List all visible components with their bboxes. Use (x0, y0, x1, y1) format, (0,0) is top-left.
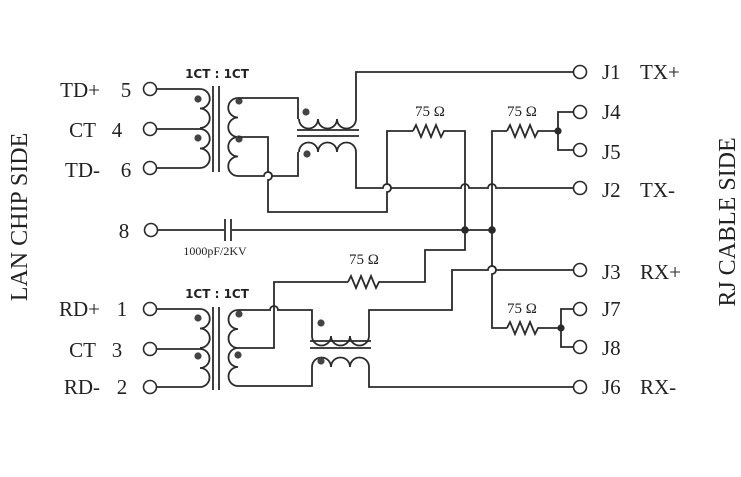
pin-num-5: 5 (121, 78, 132, 102)
pin-name-rd-plus: RD+ (59, 297, 100, 321)
terminal-td-minus[interactable] (142, 160, 158, 176)
resistor-label-j7j8: 75 Ω (507, 301, 537, 317)
capacitor-1000pf (158, 219, 492, 241)
transformer-ratio-top: 1CT : 1CT (185, 67, 250, 81)
left-side-label: LAN CHIP SIDE (7, 133, 33, 301)
pin-num-3: 3 (112, 338, 123, 362)
terminal-pin-8[interactable] (143, 222, 159, 238)
terminal-j2[interactable] (572, 180, 588, 196)
terminal-rd-plus[interactable] (142, 301, 158, 317)
junction-j7j8 (557, 324, 565, 332)
pin-j2: J2 (602, 178, 621, 202)
pin-j3: J3 (602, 260, 621, 284)
terminal-j7[interactable] (572, 301, 588, 317)
pin-j2-signal: TX- (640, 178, 675, 202)
tx-wiring (238, 71, 575, 230)
pin-j5: J5 (602, 140, 621, 164)
pin-name-rd-minus: RD- (64, 375, 100, 399)
resistor-label-rx-pair: 75 Ω (349, 252, 379, 268)
terminal-j5[interactable] (572, 142, 588, 158)
resistor-j4j5 (506, 122, 540, 140)
pin-j8: J8 (602, 336, 621, 360)
terminal-ct-bottom[interactable] (142, 341, 158, 357)
transformer-ratio-bottom: 1CT : 1CT (185, 287, 250, 301)
pin-name-td-minus: TD- (65, 158, 100, 182)
pin-name-ct-top: CT (69, 118, 96, 142)
pin-j6: J6 (602, 375, 621, 399)
terminal-j6[interactable] (572, 379, 588, 395)
resistor-rx-pair (347, 273, 381, 291)
resistor-label-j4j5: 75 Ω (507, 104, 537, 120)
pin-j1: J1 (602, 60, 621, 84)
terminal-j3[interactable] (572, 262, 588, 278)
right-side-label: RJ CABLE SIDE (715, 137, 741, 306)
pin-name-ct-bottom: CT (69, 338, 96, 362)
resistor-j7j8 (506, 319, 540, 337)
pin-j7: J7 (602, 297, 621, 321)
resistor-label-tx-pair: 75 Ω (415, 104, 445, 120)
pin-num-1: 1 (117, 297, 128, 321)
tx-isolation-transformer (157, 86, 243, 177)
pin-j1-signal: TX+ (640, 60, 680, 84)
resistor-tx-pair (412, 122, 446, 140)
tx-common-mode-choke (297, 108, 359, 158)
pin-num-2: 2 (117, 375, 128, 399)
pin-j6-signal: RX- (640, 375, 676, 399)
capacitor-label: 1000pF/2KV (183, 244, 247, 258)
pin-j3-signal: RX+ (640, 260, 681, 284)
pin-num-6: 6 (121, 158, 132, 182)
terminal-ct-top[interactable] (142, 121, 158, 137)
terminal-j4[interactable] (572, 104, 588, 120)
terminal-j8[interactable] (572, 339, 588, 355)
terminal-rd-minus[interactable] (142, 379, 158, 395)
pin-j4: J4 (602, 100, 621, 124)
pin-name-td-plus: TD+ (60, 78, 100, 102)
junction-j4j5 (554, 127, 562, 135)
pin-num-4: 4 (112, 118, 123, 142)
rx-common-mode-choke (310, 319, 371, 368)
rx-isolation-transformer (157, 307, 243, 390)
rx-wiring (238, 230, 575, 388)
terminal-j1[interactable] (572, 64, 588, 80)
terminal-td-plus[interactable] (142, 81, 158, 97)
pin-num-8: 8 (119, 219, 130, 243)
